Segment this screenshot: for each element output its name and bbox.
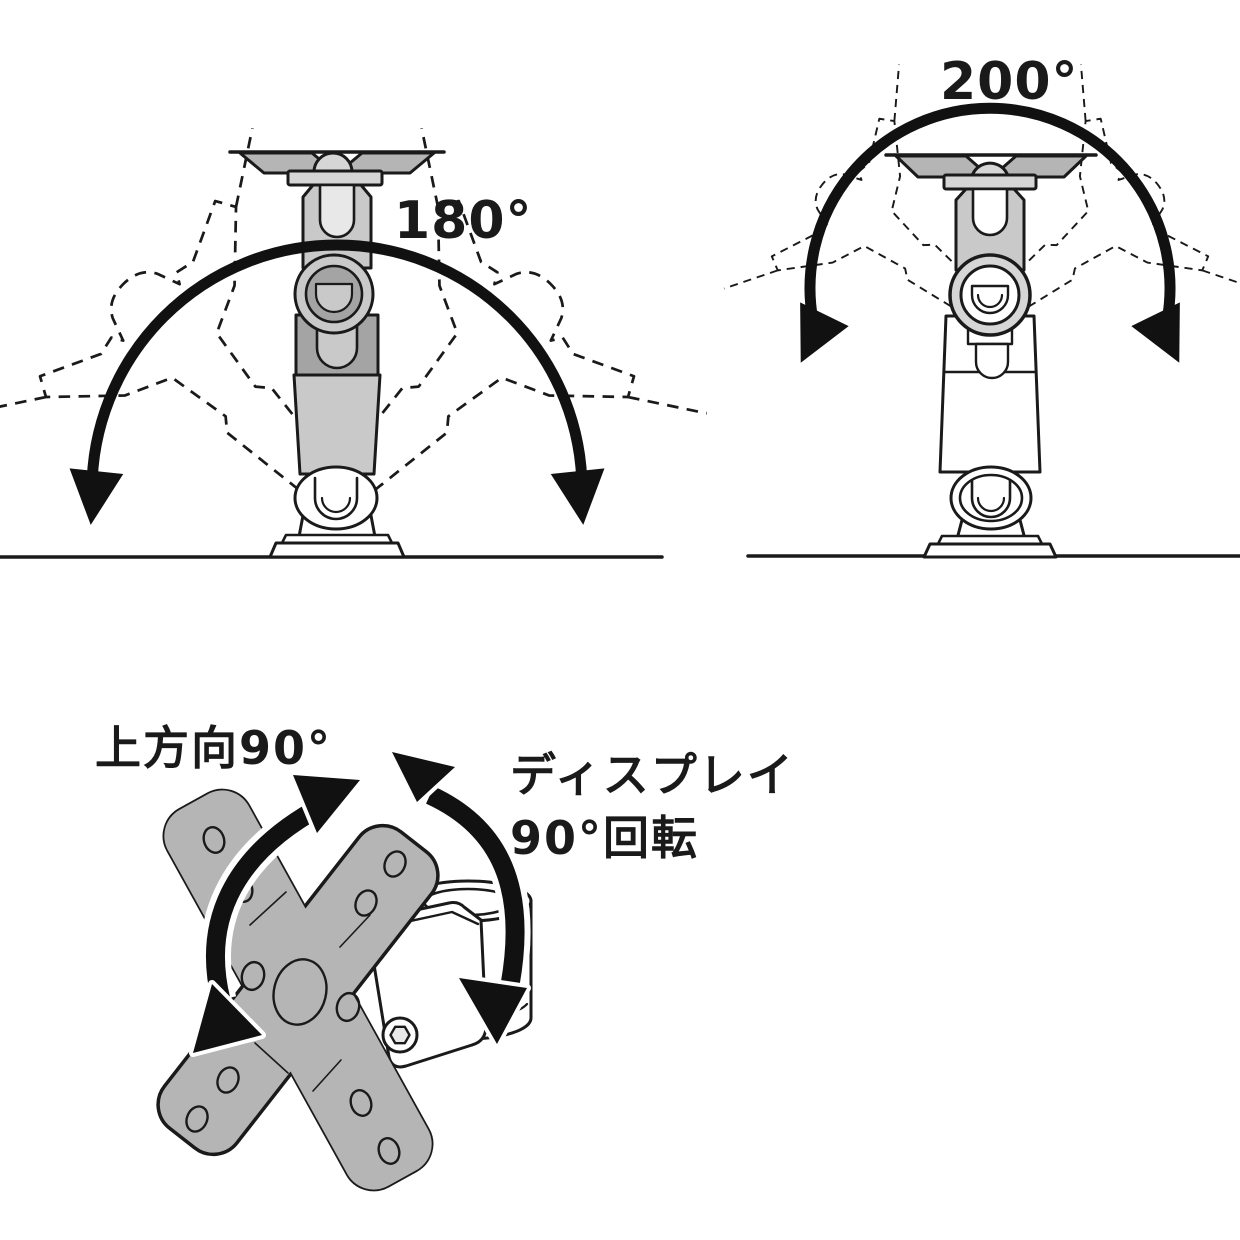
arrowhead-down-left <box>189 980 266 1057</box>
plate-hole <box>185 1105 209 1133</box>
plate-hole <box>202 826 226 854</box>
plate-seam <box>339 914 371 948</box>
plate-center-hole <box>272 958 328 1026</box>
tilt-up-arrow <box>189 771 364 1057</box>
plate-hole <box>383 850 407 878</box>
plate-seam <box>254 1042 289 1074</box>
arrowhead-down-right <box>550 468 611 528</box>
rotate-arrow-shaft <box>425 786 525 987</box>
plate-hole <box>216 1066 240 1094</box>
arrowhead-up-left <box>388 748 459 806</box>
plate-hole <box>354 889 378 917</box>
arrowhead-up-right <box>289 771 364 837</box>
mid-joint-arc <box>976 293 1004 309</box>
monitor-arm-front-view <box>228 150 446 559</box>
base-joint-slot <box>970 478 1012 519</box>
swivel-arc-180 <box>86 239 588 491</box>
base-joint-arc <box>320 496 352 514</box>
arm-trunk-lower <box>292 373 382 476</box>
display-rotation-label-line1: ディスプレイ <box>510 748 795 802</box>
arm-neck-slot <box>971 187 1009 237</box>
arrowhead-down <box>455 974 531 1048</box>
arrowhead-down-right <box>1131 302 1204 375</box>
monitor-arm-front-view <box>884 153 1098 559</box>
clamp-screw-hex-socket <box>389 1025 411 1045</box>
base-joint-ring <box>958 473 1024 523</box>
swivel-range-label-200: 200° <box>940 52 1079 112</box>
mid-joint-slot <box>314 282 354 314</box>
plate-hole <box>335 991 361 1023</box>
plate-seam <box>249 891 287 926</box>
pivot-bar <box>286 169 384 187</box>
arm-trunk-tab <box>974 342 1010 380</box>
tilt-up-label: 上方向90° <box>95 721 332 775</box>
base-joint-arc <box>976 496 1006 513</box>
diagram-vesa-head: 上方向90° ディスプレイ 90°回転 <box>95 721 795 1192</box>
base-joint-slot <box>313 476 359 521</box>
swivel-range-label-180: 180° <box>394 191 533 251</box>
diagram-swivel-180: 180° <box>0 126 709 625</box>
arrowhead-down-left <box>776 302 849 375</box>
pivot-knob-dome <box>312 151 354 174</box>
plate-seam <box>312 1059 342 1092</box>
plate-hole <box>349 1089 373 1117</box>
display-rotate-arrow <box>388 748 531 1048</box>
arm-neck-slot <box>318 183 356 239</box>
mid-joint-slot <box>970 284 1010 315</box>
plate-hole <box>377 1137 401 1165</box>
arrowhead-down-left <box>63 468 124 528</box>
plate-hole <box>240 960 266 992</box>
pivot-bar <box>942 173 1038 191</box>
base-foot <box>268 541 406 559</box>
diagram-swivel-200: 200° <box>723 52 1240 559</box>
tilt-arrow-shaft <box>205 797 327 1003</box>
display-rotation-label-line2: 90°回転 <box>510 811 699 865</box>
pivot-knob-dome <box>970 161 1010 178</box>
swivel-arc-200 <box>804 102 1176 322</box>
base-foot <box>922 542 1058 559</box>
